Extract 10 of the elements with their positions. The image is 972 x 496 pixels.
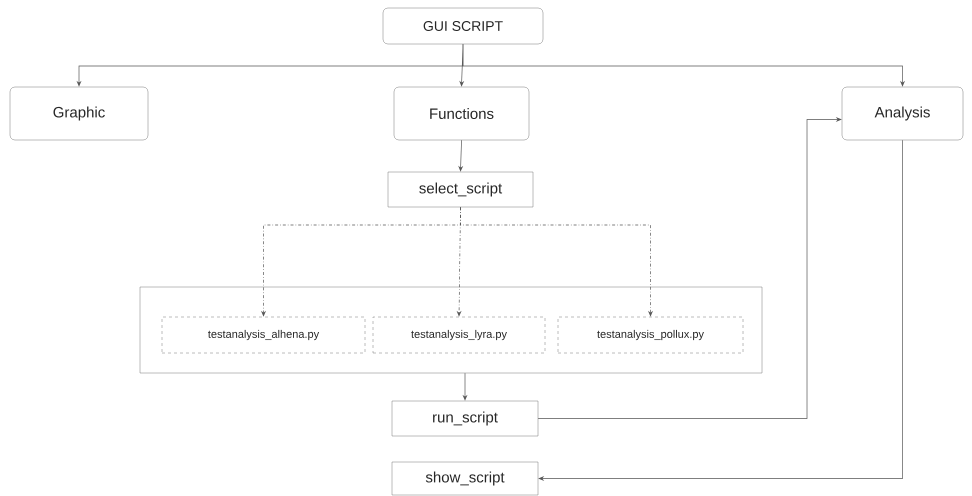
rounded-box: Graphic <box>10 86 148 140</box>
rounded-box: GUI SCRIPT <box>382 8 544 44</box>
rounded-box: Analysis <box>842 86 964 140</box>
rounded-box: Functions <box>394 86 530 140</box>
file-box: testanalysis_alhena.py <box>162 316 366 354</box>
process-box: show_script <box>392 462 538 496</box>
file-box: testanalysis_pollux.py <box>558 316 744 354</box>
file-box: testanalysis_lyra.py <box>372 316 546 354</box>
process-box: select_script <box>388 172 534 208</box>
process-box: run_script <box>392 400 538 436</box>
